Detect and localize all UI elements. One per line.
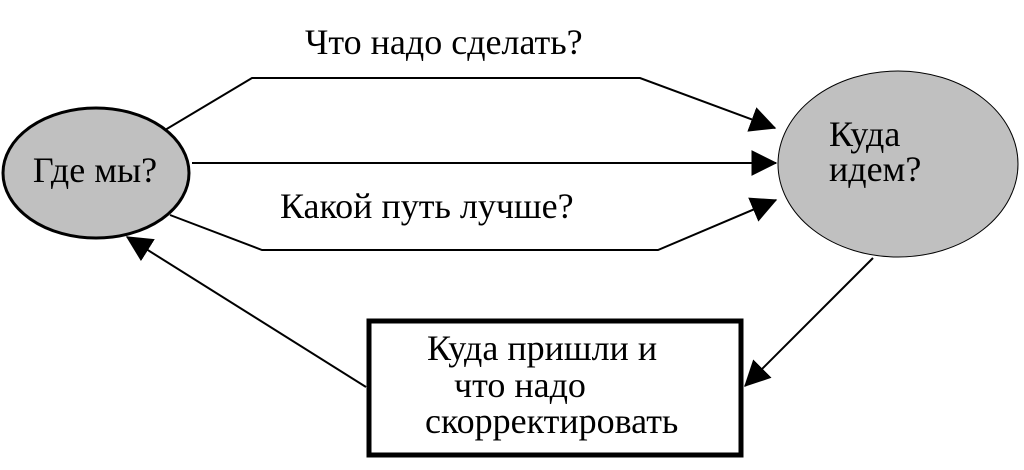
node-correction-label-line3: скорректировать xyxy=(425,401,678,441)
node-correction-label-line2: что надо xyxy=(454,365,586,405)
node-where-we-are-label: Где мы? xyxy=(33,150,157,190)
node-correction-box xyxy=(366,318,744,458)
node-where-we-go-label-line1: Куда xyxy=(829,114,900,154)
edge-bottom-path xyxy=(169,197,778,251)
node-where-we-go-label-line2: идем? xyxy=(829,149,921,189)
node-where-we-are xyxy=(1,106,191,240)
edge-top-label: Что надо сделать? xyxy=(305,22,583,62)
edge-correction-to-start xyxy=(125,236,367,388)
edge-top-path xyxy=(164,77,777,132)
edge-goal-to-correction xyxy=(744,257,874,387)
node-where-we-go xyxy=(777,70,1019,258)
edge-bottom-label: Какой путь лучше? xyxy=(280,186,574,226)
node-correction-label-line1: Куда пришли и xyxy=(427,328,657,368)
